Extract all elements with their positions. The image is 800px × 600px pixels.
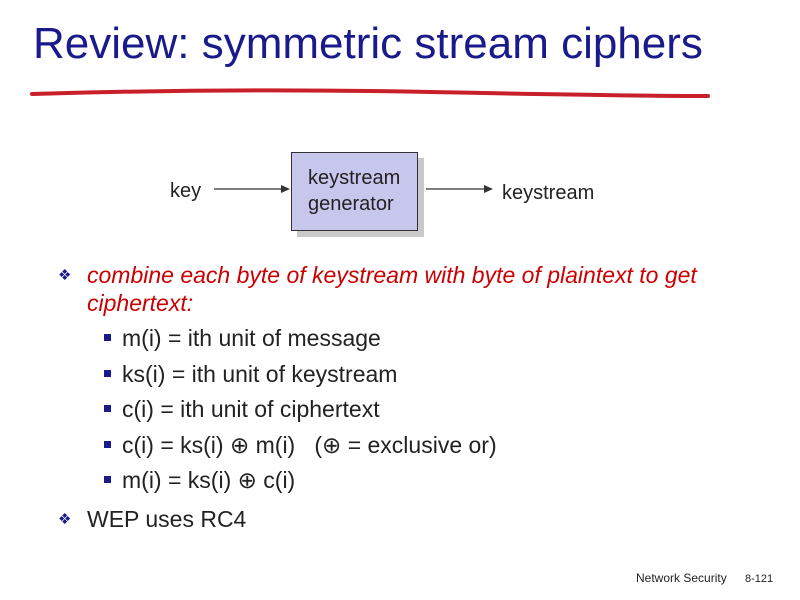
sub-bullet-item: c(i) = ks(i) ⊕ m(i) (⊕ = exclusive or) [87, 428, 758, 464]
footer-label: Network Security [636, 571, 727, 585]
square-bullet-icon [104, 440, 111, 448]
keystream-generator-box: keystream generator [291, 152, 418, 231]
bullet-list: ❖ combine each byte of keystream with by… [58, 261, 758, 533]
keystream-arrowhead [484, 185, 493, 193]
diagram-arrows [214, 185, 493, 193]
square-bullet-icon [104, 334, 111, 341]
keystream-diagram: key keystream generator keystream [0, 0, 800, 260]
square-bullet-icon [104, 476, 111, 483]
sub-bullet-text: m(i) = ks(i) ⊕ c(i) [122, 467, 296, 493]
diamond-bullet-icon: ❖ [58, 267, 72, 284]
keystream-label: keystream [502, 182, 595, 204]
page-number: 8-121 [745, 573, 774, 585]
sub-bullet-text: m(i) = ith unit of message [122, 325, 381, 351]
sub-bullet-text: ks(i) = ith unit of keystream [122, 360, 398, 387]
key-label: key [170, 180, 202, 202]
box-text: keystream generator [308, 165, 400, 217]
sub-bullet-item: m(i) = ks(i) ⊕ c(i) [87, 463, 758, 499]
box-line-2: generator [308, 193, 394, 215]
sub-bullet-item: ks(i) = ith unit of keystream [87, 357, 758, 393]
title-underline [30, 88, 710, 98]
key-arrowhead [281, 185, 290, 193]
bullet-item: ❖ combine each byte of keystream with by… [58, 261, 758, 499]
square-bullet-icon [104, 369, 111, 377]
bullet-text: combine each byte of keystream with byte… [87, 262, 697, 316]
sub-bullet-item: c(i) = ith unit of ciphertext [87, 392, 758, 428]
bullet-item: ❖ WEP uses RC4 [58, 505, 758, 533]
square-bullet-icon [104, 405, 111, 412]
sub-bullet-text: c(i) = ith unit of ciphertext [122, 396, 380, 422]
box-line-1: keystream [308, 167, 401, 189]
slide-title: Review: symmetric stream ciphers [33, 19, 703, 68]
sub-bullet-text: c(i) = ks(i) ⊕ m(i) (⊕ = exclusive or) [122, 431, 497, 458]
diamond-bullet-icon: ❖ [58, 510, 72, 528]
sub-bullet-item: m(i) = ith unit of message [87, 321, 758, 357]
bullet-text: WEP uses RC4 [87, 505, 247, 532]
sub-bullet-list: m(i) = ith unit of message ks(i) = ith u… [87, 321, 758, 499]
